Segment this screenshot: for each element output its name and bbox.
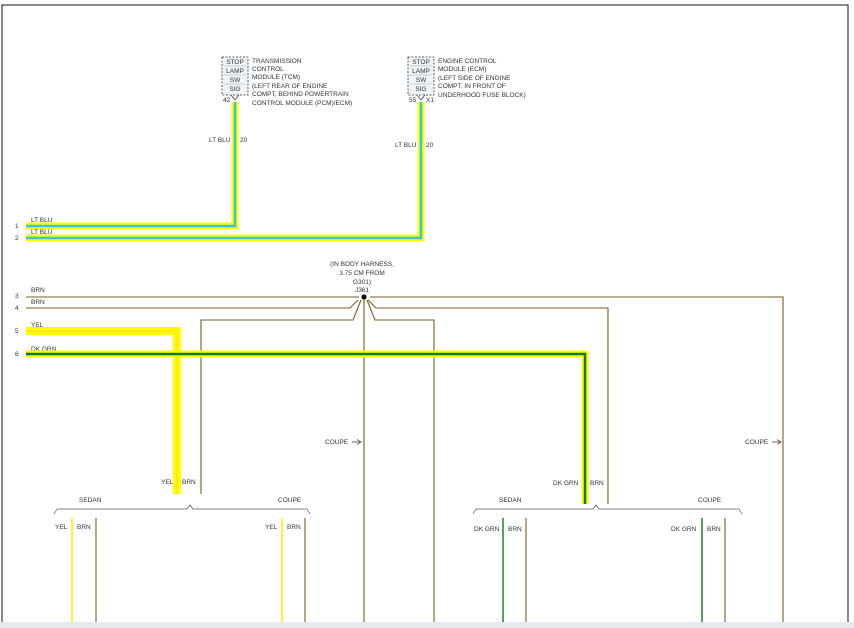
yel-circuit	[26, 327, 181, 494]
row-number-3: 3	[15, 293, 19, 300]
lt-blu-circuits: LT BLU 20 LT BLU 20	[26, 102, 434, 242]
bottom-scroll-strip	[0, 622, 854, 628]
ecm-wire-color: LT BLU	[395, 142, 417, 149]
splice-note-3: G301)	[353, 279, 371, 286]
bracket-line	[472, 504, 743, 515]
row-label-5: YEL	[31, 322, 44, 329]
wire-1	[26, 102, 237, 228]
sedan-label: SEDAN	[79, 497, 102, 504]
coupe-markers: COUPE COUPE	[325, 439, 782, 446]
tcm-box-line-2: LAMP	[226, 68, 244, 75]
brn-drop-coupe	[366, 299, 435, 622]
ecm-box-line-2: LAMP	[412, 68, 430, 75]
tcm-desc-2: CONTROL	[252, 66, 284, 73]
row-number-1: 1	[15, 223, 19, 230]
ecm-desc-1: ENGINE CONTROL	[438, 58, 497, 65]
wire-2-highlight	[26, 102, 425, 242]
wire-4-right	[367, 299, 609, 504]
yel-label: YEL	[55, 524, 68, 531]
brn-label: BRN	[707, 526, 721, 533]
splice-note-1: (IN BODY HARNESS,	[330, 261, 394, 268]
tcm-wire-gauge: 20	[240, 137, 248, 144]
brn-circuits	[26, 296, 784, 622]
splice-dot	[361, 294, 367, 300]
brn-drop-sedan-left	[200, 299, 362, 494]
coupe-label: COUPE	[278, 497, 302, 504]
tcm-desc-6: CONTROL MODULE (PCM)/ECM)	[252, 100, 352, 107]
tcm-pin: 42	[223, 97, 231, 104]
tcm-connector-icon	[230, 94, 240, 101]
ecm-desc-3: (LEFT SIDE OF ENGINE	[438, 75, 511, 82]
ecm-module-box	[407, 56, 435, 96]
diagram-frame	[1, 4, 849, 622]
row-label-3: BRN	[31, 287, 45, 294]
dk-grn-label: DK GRN	[474, 526, 500, 533]
wire-6	[26, 352, 587, 504]
ecm-connector-icon	[416, 94, 426, 101]
tcm-desc-5: COMPT, BEHIND POWERTRAIN	[252, 91, 349, 98]
dk-grn-circuit	[26, 350, 589, 504]
tcm-desc-4: (LEFT REAR OF ENGINE	[252, 83, 328, 90]
wire-5	[26, 329, 179, 494]
left-option-bracket: SEDAN COUPE YEL BRN YEL BRN	[53, 497, 311, 622]
tcm-module-box	[221, 56, 249, 96]
wire-4	[26, 299, 359, 309]
row-number-6: 6	[15, 351, 19, 358]
tcm-desc-1: TRANSMISSION	[252, 58, 302, 65]
row-number-2: 2	[15, 235, 19, 242]
wire-2	[26, 102, 423, 240]
tcm-module: STOP LAMP SW SIG 42 TRANSMISSION CONTROL…	[221, 56, 352, 107]
ecm-desc-4: COMPT, IN FRONT OF	[438, 83, 506, 90]
brn-label: BRN	[182, 479, 196, 486]
coupe-marker-left: COUPE	[325, 439, 349, 446]
row-number-4: 4	[15, 305, 19, 312]
yel-label: YEL	[265, 524, 278, 531]
right-option-bracket: SEDAN COUPE DK GRN BRN DK GRN BRN	[472, 497, 743, 622]
splice-id: J361	[355, 287, 369, 294]
ecm-box-line-3: SW	[416, 77, 427, 84]
ecm-connector: X1	[426, 97, 434, 104]
bracket-line	[53, 504, 311, 515]
tcm-box-line-4: SIG	[229, 86, 240, 93]
tcm-box-line-3: SW	[230, 77, 241, 84]
ecm-pin: 55	[409, 97, 417, 104]
tcm-desc-3: MODULE (TCM)	[252, 74, 300, 81]
row-label-1: LT BLU	[31, 217, 53, 224]
arrow-right-icon	[352, 439, 362, 445]
wire-1-highlight	[26, 102, 239, 230]
splice-j361: (IN BODY HARNESS, 3.75 CM FROM G301) J36…	[330, 261, 394, 294]
wire-3-right	[370, 296, 784, 622]
yel-label: YEL	[161, 479, 174, 486]
splice-note-2: 3.75 CM FROM	[339, 270, 385, 277]
ecm-desc-5: UNDERHOOD FUSE BLOCK)	[438, 92, 526, 99]
arrow-right-icon	[772, 439, 782, 445]
brn-label: BRN	[508, 526, 522, 533]
row-label-2: LT BLU	[31, 229, 53, 236]
sedan-label: SEDAN	[499, 497, 522, 504]
dk-grn-label: DK GRN	[671, 526, 697, 533]
brn-label: BRN	[287, 524, 301, 531]
ecm-wire-gauge: 20	[426, 142, 434, 149]
coupe-label: COUPE	[698, 497, 722, 504]
row-label-4: BRN	[31, 299, 45, 306]
row-label-6: DK GRN	[31, 346, 57, 353]
row-number-5: 5	[15, 328, 19, 335]
ecm-box-line-1: STOP	[412, 59, 430, 66]
row-labels: 1 LT BLU 2 LT BLU 3 BRN 4 BRN 5 YEL 6 DK…	[15, 217, 57, 358]
ecm-box-line-4: SIG	[415, 86, 426, 93]
ecm-module: STOP LAMP SW SIG 55 X1 ENGINE CONTROL MO…	[407, 56, 526, 104]
dk-grn-label: DK GRN	[553, 480, 579, 487]
wire-6-highlight	[26, 350, 589, 504]
coupe-marker-right: COUPE	[745, 439, 769, 446]
tcm-wire-color: LT BLU	[209, 137, 231, 144]
tcm-box-line-1: STOP	[226, 59, 244, 66]
brn-label: BRN	[77, 524, 91, 531]
ecm-desc-2: MODULE (ECM)	[438, 66, 486, 73]
brn-label: BRN	[590, 480, 604, 487]
